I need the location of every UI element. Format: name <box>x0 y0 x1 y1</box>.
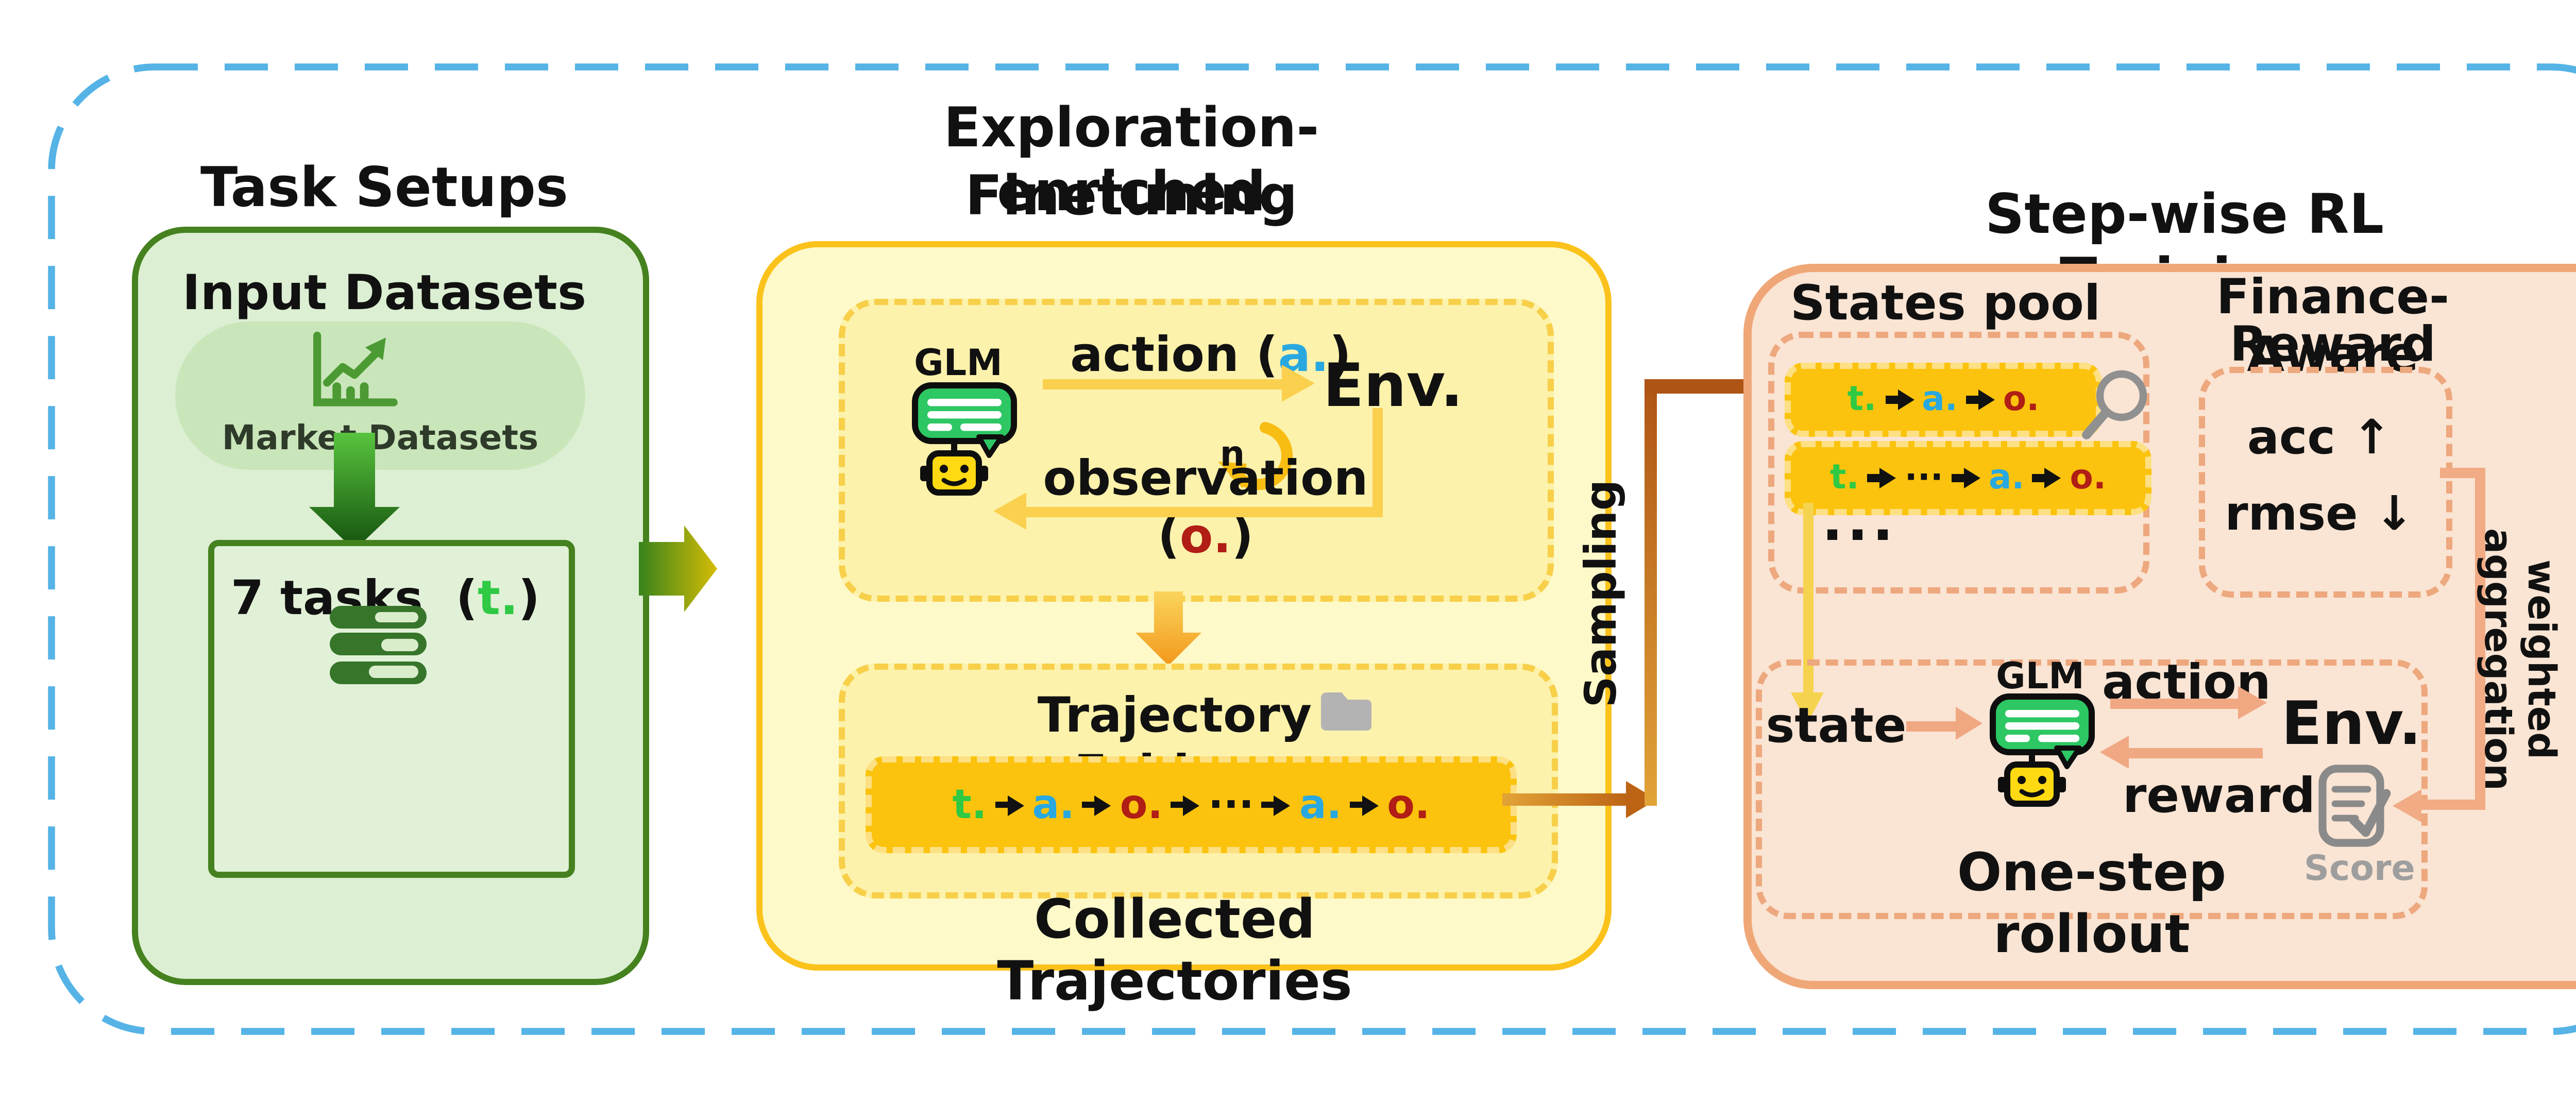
rollout-label: One-step rollout <box>1957 843 2227 967</box>
score-icon <box>2318 765 2391 847</box>
market-datasets-label: Market Datasets <box>222 418 539 457</box>
states-pool-bar-1: t. a. o. <box>1785 363 2102 437</box>
action2-arrow <box>2110 698 2242 708</box>
aggregation-vertical-segment <box>2475 467 2485 810</box>
tasks-to-finetuning-arrow <box>639 525 717 612</box>
states-pool-box <box>1768 332 2149 594</box>
arrow-icon <box>1965 389 1995 410</box>
observation-suffix: ) <box>1231 507 1254 565</box>
arrow-icon <box>1951 468 1980 488</box>
pool2-token-a: a. <box>1988 457 2025 496</box>
env-down-line <box>1372 408 1383 515</box>
input-datasets-label: Input Datasets <box>182 264 587 321</box>
score-label: Score <box>2304 849 2415 890</box>
traj-token-o2: o. <box>1387 781 1430 828</box>
pipeline-dashed-border <box>48 63 2576 1035</box>
arrow-icon <box>995 794 1024 815</box>
tasks-paren-open: ( <box>455 573 478 626</box>
traj-token-o: o. <box>1120 781 1163 828</box>
arrow-icon <box>1262 794 1291 815</box>
loop-n-icon <box>1218 422 1293 490</box>
observation-arrowhead <box>993 491 1026 529</box>
traj-token-a2: a. <box>1299 781 1342 828</box>
states-pool-label: States pool <box>1790 274 2101 332</box>
collected-trajectories-label: Collected Trajectories <box>997 890 1352 1014</box>
action-arrowhead <box>1282 365 1315 402</box>
traj-token-ellipsis: ··· <box>1208 781 1254 828</box>
tasks-paren-close: ) <box>518 573 540 626</box>
glm2-label: GLM <box>1996 657 2084 699</box>
traj-token-a: a. <box>1032 781 1075 828</box>
action2-arrowhead <box>2238 685 2267 718</box>
action-arrow <box>1043 379 1282 389</box>
arrow-icon <box>1885 389 1914 410</box>
env2-label: Env. <box>2281 688 2421 758</box>
finance-aware-label-line2: Reward <box>2229 315 2436 373</box>
observation-token: o. <box>1179 507 1232 565</box>
rmse-label: rmse ↓ <box>2225 488 2414 542</box>
trajectory-bar: t. a. o. ··· a. o. <box>866 756 1517 853</box>
finance-aware-label-line1: Finance-Aware <box>2216 268 2450 383</box>
pool2-token-o: o. <box>2070 457 2106 496</box>
state-label: state <box>1766 697 1907 754</box>
reward-arrowhead <box>2100 735 2129 768</box>
magnifier-icon <box>2082 370 2147 439</box>
reward-label: reward <box>2123 767 2316 824</box>
pool-to-state-arrowhead <box>1790 692 1823 723</box>
finetuning-title-line1: Exploration-enriched <box>943 97 1319 225</box>
datasets-to-tasks-arrow <box>309 433 400 550</box>
pool2-token-t: t. <box>1830 457 1859 496</box>
sampling-bottom-segment <box>1502 792 1630 806</box>
acc-label: acc ↑ <box>2247 412 2392 466</box>
tasks-box <box>208 540 575 878</box>
arrow-icon <box>1867 468 1896 488</box>
pool-to-state-line <box>1802 503 1812 697</box>
env-label: Env. <box>1323 350 1463 420</box>
weighted-aggregation-label: weighted aggregation <box>2475 528 2562 791</box>
action-suffix: ) <box>1329 326 1351 383</box>
arrow-icon <box>2032 468 2062 488</box>
arrow-icon <box>1171 794 1200 815</box>
arrow-icon <box>1350 794 1379 815</box>
state-arrowhead <box>1956 707 1982 740</box>
folder-icon <box>1321 692 1371 731</box>
database-icon <box>330 606 427 684</box>
states-pool-more: ... <box>1822 490 1898 554</box>
states-pool-bar-2: t. ··· a. o. <box>1785 441 2151 515</box>
pool1-token-o: o. <box>2003 379 2040 418</box>
traj-token-t: t. <box>952 781 987 828</box>
loop-n-label: n <box>1219 435 1245 476</box>
glm-robot-icon <box>1990 693 2095 807</box>
task-token: t. <box>477 573 518 626</box>
aggregation-bottom-segment <box>2419 800 2485 810</box>
pool2-token-ellipsis: ··· <box>1904 457 1943 496</box>
sampling-vertical-segment <box>1643 379 1657 806</box>
arrow-icon <box>1082 794 1112 815</box>
reward-box <box>2199 367 2452 598</box>
state-arrow <box>1906 721 1960 732</box>
task-setups-title: Task Setups <box>200 157 568 221</box>
observation-prefix: observation ( <box>1043 449 1368 565</box>
sampling-label: Sampling <box>1577 479 1626 708</box>
glm-label: GLM <box>914 344 1003 385</box>
pool1-token-a: a. <box>1922 379 1958 418</box>
loop-to-folders-arrow <box>1136 591 1201 666</box>
pool1-token-t: t. <box>1847 379 1877 418</box>
reward-arrow <box>2127 747 2263 757</box>
rollout-box <box>1756 659 2428 919</box>
action-prefix: action ( <box>1070 326 1278 383</box>
market-chart-icon <box>313 331 398 406</box>
aggregation-top-segment <box>2440 467 2485 477</box>
aggregation-arrowhead <box>2393 788 2421 821</box>
observation-o-label: observation (o.) <box>989 449 1422 565</box>
observation-arrow <box>1026 506 1383 516</box>
sampling-top-segment <box>1643 379 1759 393</box>
finetuning-title-line2: Finetuning <box>965 165 1298 229</box>
glm-robot-icon <box>912 382 1017 496</box>
